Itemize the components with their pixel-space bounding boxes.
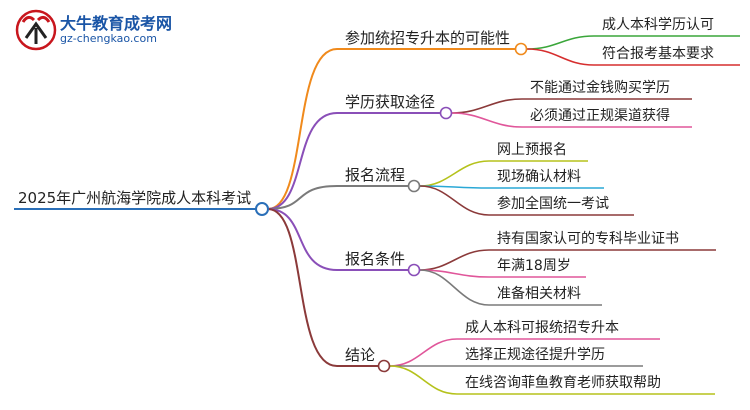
- leaf-connector: [419, 160, 490, 187]
- branch-label: 结论: [345, 346, 376, 364]
- root-topic: 2025年广州航海学院成人本科考试: [18, 189, 252, 207]
- logo-name: 大牛教育成考网: [60, 14, 173, 33]
- bull-logo-icon: [15, 9, 57, 51]
- leaf-label: 持有国家认可的专科毕业证书: [497, 231, 679, 247]
- branch-connector: [267, 208, 338, 367]
- leaf-label: 符合报考基本要求: [602, 46, 714, 62]
- leaf-connector: [389, 365, 458, 395]
- leaf-label: 选择正规途径提升学历: [465, 347, 605, 363]
- leaf-label: 成人本科可报统招专升本: [465, 320, 619, 336]
- leaf-connector: [419, 249, 490, 271]
- branch-node: [439, 106, 453, 120]
- branch-label: 报名条件: [345, 250, 406, 268]
- branch-connector: [267, 112, 338, 210]
- leaf-label: 成人本科学历认可: [602, 17, 714, 33]
- branch-label: 参加统招专升本的可能性: [345, 29, 511, 47]
- leaf-connector: [451, 112, 523, 128]
- branch-connector: [267, 208, 338, 271]
- leaf-label: 现场确认材料: [497, 169, 581, 185]
- leaf-label: 准备相关材料: [497, 286, 581, 302]
- leaf-connector: [451, 98, 523, 114]
- leaf-connector: [419, 185, 490, 216]
- branch-label: 学历获取途径: [345, 93, 436, 111]
- branch-connector: [267, 185, 338, 210]
- root-node: [255, 202, 269, 216]
- branch-node: [514, 42, 528, 56]
- leaf-connector: [526, 35, 595, 50]
- branch-connector: [267, 48, 338, 210]
- branch-node: [377, 359, 391, 373]
- branch-node: [407, 263, 421, 277]
- leaf-label: 年满18周岁: [497, 258, 571, 274]
- leaf-label: 必须通过正规渠道获得: [530, 108, 670, 124]
- branch-label: 报名流程: [345, 166, 406, 184]
- leaf-label: 参加全国统一考试: [497, 196, 609, 212]
- leaf-connector: [389, 338, 458, 367]
- leaf-connector: [526, 48, 595, 66]
- logo-url: gz-chengkao.com: [60, 32, 157, 45]
- leaf-label: 在线咨询菲鱼教育老师获取帮助: [465, 375, 661, 391]
- site-logo[interactable]: 大牛教育成考网 gz-chengkao.com: [14, 8, 174, 54]
- leaf-connector: [419, 269, 490, 306]
- branch-node: [407, 179, 421, 193]
- leaf-label: 不能通过金钱购买学历: [530, 80, 670, 96]
- leaf-label: 网上预报名: [497, 142, 567, 158]
